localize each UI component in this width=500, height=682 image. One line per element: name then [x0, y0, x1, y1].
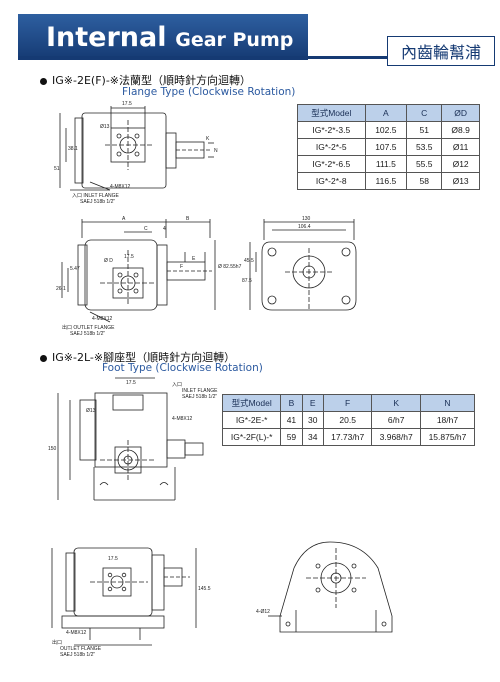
dim-label: 17.5: [124, 254, 134, 260]
dim-label: 5.47: [70, 266, 80, 272]
dim-label: 4-Ø12: [256, 609, 270, 615]
outlet-sae-label: SAEJ 518b 1/2": [60, 652, 95, 658]
dim-label: 17.5: [108, 556, 118, 562]
table-row: IG*-2F(L)-* 59 34 17.73/h7 3.968/h7 15.8…: [221, 428, 476, 446]
dim-label: 4-M8X12: [66, 630, 87, 636]
dim-label: 26.1: [56, 286, 66, 292]
page-title: Internal Gear Pump: [46, 22, 293, 53]
bullet-icon: [40, 354, 47, 362]
flange-side-view: [61, 219, 216, 323]
dim-label: 51: [54, 166, 60, 172]
flange-end-view: [249, 219, 357, 311]
table-cell: 30: [301, 411, 324, 429]
flange-subheading: Flange Type (Clockwise Rotation): [122, 86, 296, 98]
chinese-title: 內齒輪幫浦: [387, 36, 495, 66]
dim-label: 106.4: [298, 224, 311, 230]
dim-label: 17.5: [126, 380, 136, 386]
flange-front-view: [59, 106, 214, 191]
foot-heading-text: IG※-2L-※腳座型（順時針方向迴轉）: [52, 351, 236, 364]
bullet-icon: [40, 77, 47, 85]
drawing-annotations: 17.5 Ø13 38.1 51 4-M8X12 入口 INLET FLANGE…: [48, 101, 311, 658]
table-cell: 15.875/h7: [419, 428, 476, 446]
header-title-block: [18, 14, 308, 60]
table-header-row: 型式Model A C ØD: [297, 104, 480, 122]
outlet-label: 出口: [52, 639, 62, 646]
table-row: IG*-2*-5 107.5 53.5 Ø11: [297, 138, 480, 156]
table-cell: 58: [406, 172, 443, 190]
table-cell: 116.5: [364, 172, 408, 190]
dim-label: 4-M8X12: [92, 316, 113, 322]
dim-label: 4-M8X12: [172, 416, 193, 422]
dim-label: 45.5: [244, 258, 254, 264]
flange-heading-text: IG※-2E(F)-※法蘭型（順時針方向迴轉）: [52, 74, 251, 87]
dim-label: N: [214, 148, 218, 154]
table-header-cell: E: [301, 394, 324, 412]
table-cell: Ø13: [441, 172, 480, 190]
dim-label: 4: [163, 226, 166, 232]
inlet-sae-label: SAEJ 518b 1/2": [182, 394, 217, 400]
inlet-label: 入口: [172, 382, 182, 388]
dim-label: F: [180, 264, 183, 270]
dim-label: 130: [302, 216, 311, 222]
table-header-cell: A: [364, 104, 408, 122]
title-main: Internal: [46, 22, 167, 53]
table-cell: IG*-2*-8: [297, 172, 366, 190]
table-header-cell: B: [280, 394, 303, 412]
table-header-cell: 型式Model: [221, 394, 282, 412]
inlet-label: INLET FLANGE: [182, 388, 218, 394]
foot-subheading: Foot Type (Clockwise Rotation): [102, 362, 263, 374]
dim-label: 145.5: [198, 586, 211, 592]
table-row: IG*-2*-8 116.5 58 Ø13: [297, 172, 480, 190]
flange-spec-table: 型式Model A C ØD IG*-2*-3.5 102.5 51 Ø8.9 …: [297, 104, 480, 190]
dim-label: A: [122, 216, 126, 222]
dim-label: 4-M8X12: [110, 184, 131, 190]
dim-label: C: [144, 226, 148, 232]
dim-label: B: [186, 216, 190, 222]
dim-label: 38.1: [68, 146, 78, 152]
flange-heading: IG※-2E(F)-※法蘭型（順時針方向迴轉）: [40, 72, 251, 88]
title-rest: Gear Pump: [175, 29, 294, 51]
dim-label: 87.5: [242, 278, 252, 284]
dim-label: Ø D: [104, 258, 113, 264]
outlet-sae-label: SAEJ 518b 1/2": [70, 331, 105, 337]
dim-label: 150: [48, 446, 57, 452]
table-header-row: 型式Model B E F K N: [221, 394, 476, 412]
foot-front-view: [57, 377, 204, 501]
dim-label: 17.5: [122, 101, 132, 107]
header-rule: [18, 56, 490, 59]
outlet-label: OUTLET FLANGE: [60, 646, 102, 652]
foot-side-view: [51, 547, 197, 646]
table-header-cell: ØD: [441, 104, 480, 122]
outlet-label: 出口 OUTLET FLANGE: [62, 324, 115, 331]
dim-label: E: [192, 256, 196, 262]
foot-heading: IG※-2L-※腳座型（順時針方向迴轉）: [40, 349, 235, 365]
table-header-cell: N: [419, 394, 476, 412]
table-row: IG*-2*-6.5 111.5 55.5 Ø12: [297, 155, 480, 173]
dim-label: Ø13: [86, 408, 96, 414]
table-cell: 34: [301, 428, 324, 446]
inlet-label: 入口 INLET FLANGE: [72, 193, 120, 199]
dim-label: K: [206, 136, 210, 142]
dim-label: Ø13: [100, 124, 110, 130]
dim-label: Ø 82.55h7: [218, 264, 242, 270]
inlet-sae-label: SAEJ 518b 1/2": [80, 199, 115, 205]
foot-spec-table: 型式Model B E F K N IG*-2E-* 41 30 20.5 6/…: [221, 394, 476, 446]
foot-bracket-view: [268, 541, 393, 633]
header-banner: Internal Gear Pump 內齒輪幫浦: [18, 14, 495, 66]
table-row: IG*-2*-3.5 102.5 51 Ø8.9: [297, 121, 480, 139]
